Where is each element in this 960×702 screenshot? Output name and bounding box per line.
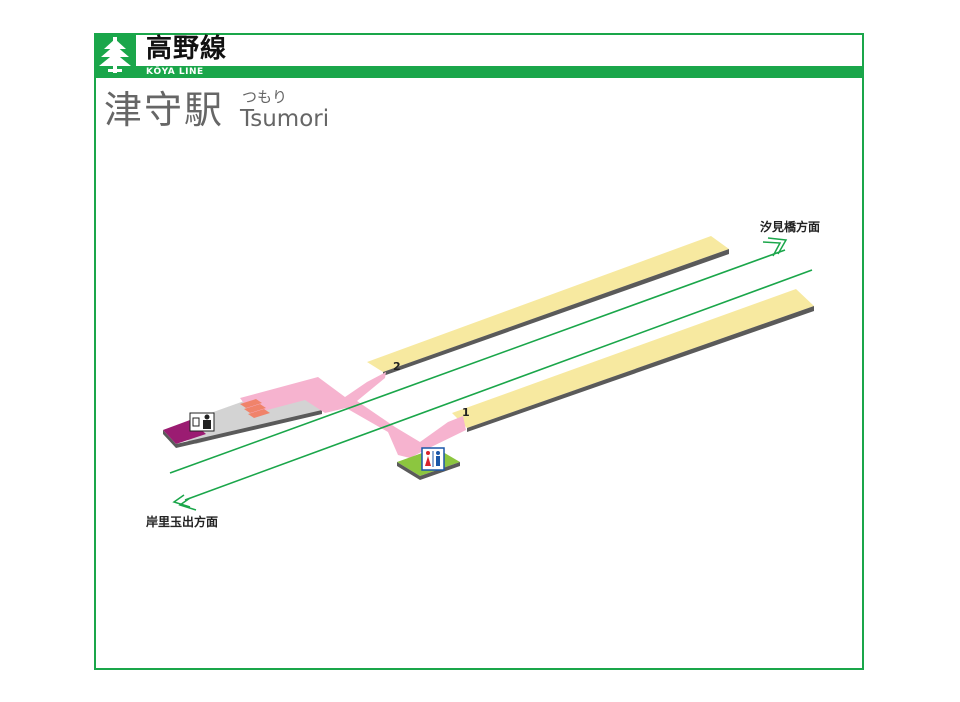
pine-tree-icon (99, 37, 131, 73)
diagram-frame (94, 33, 864, 670)
line-name-roman: KŌYA LINE (146, 67, 204, 77)
toilet-base-edge (397, 462, 460, 480)
north-arrow-icon (762, 237, 788, 257)
direction-south-label: 岸里玉出方面 (146, 515, 219, 529)
direction-north-label: 汐見橋方面 (760, 220, 821, 234)
station-name-kana: つもり (242, 88, 288, 106)
toilet-icon (421, 447, 445, 471)
track-upper (169, 249, 786, 474)
platform-1-edge (467, 306, 814, 432)
station-name: 津守駅 (104, 88, 225, 132)
platform-1 (452, 289, 814, 428)
line-name: 高野線 (146, 34, 228, 64)
line-logo (94, 33, 136, 78)
station-name-roman: Tsumori (240, 106, 330, 132)
ticket-gate-icon (189, 412, 215, 432)
platform-2-label: 2 (393, 360, 401, 373)
line-color-bar (94, 66, 864, 78)
stairs-icon (240, 399, 270, 418)
platform-2 (367, 236, 729, 372)
platform-1-label: 1 (462, 406, 470, 419)
ticket-hall-edge (163, 410, 322, 448)
platform-2-edge (383, 249, 729, 376)
track-lower (184, 269, 813, 501)
concourse (240, 372, 466, 458)
south-arrow-icon (172, 494, 197, 511)
